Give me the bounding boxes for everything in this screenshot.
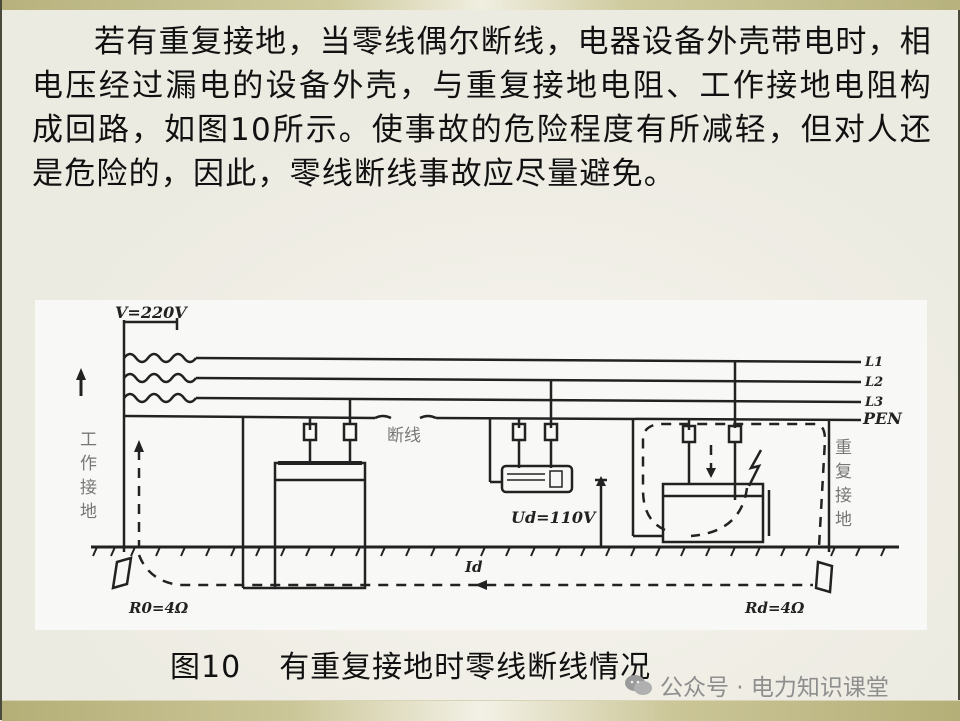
line-label-pen: PEN: [862, 409, 903, 428]
voltage-label: V=220V: [115, 303, 188, 322]
break-label: 断线: [387, 426, 421, 446]
line-label-l2: L2: [864, 375, 883, 390]
body-paragraph: 若有重复接地，当零线偶尔断线，电器设备外壳带电时，相电压经过漏电的设备外壳，与重…: [32, 24, 932, 192]
bottom-decorative-bar: [2, 700, 960, 721]
right-ground-label: 重复接地: [835, 438, 852, 530]
top-decorative-bar: [2, 0, 960, 10]
figure-title: 有重复接地时零线断线情况: [279, 650, 652, 685]
figure-number: 图10: [170, 650, 242, 685]
current-label: Id: [464, 558, 483, 576]
watermark: 公众号 · 电力知识课堂: [624, 668, 889, 702]
circuit-diagram-svg: V=220V L1 L2 L3 PEN 断线 Ud=110V Id R0=4Ω …: [76, 303, 903, 617]
line-label-l1: L1: [864, 355, 883, 370]
left-resistance-label: R0=4Ω: [128, 599, 189, 617]
touch-voltage-label: Ud=110V: [511, 508, 597, 527]
figure-caption: 图10 有重复接地时零线断线情况: [170, 642, 651, 686]
right-resistance-label: Rd=4Ω: [744, 599, 805, 617]
circuit-diagram: V=220V L1 L2 L3 PEN 断线 Ud=110V Id R0=4Ω …: [35, 300, 927, 630]
left-ground-label: 工作接地: [80, 430, 97, 522]
watermark-text: 公众号 · 电力知识课堂: [660, 675, 889, 701]
line-label-l3: L3: [864, 395, 883, 410]
wechat-icon: [624, 673, 654, 697]
